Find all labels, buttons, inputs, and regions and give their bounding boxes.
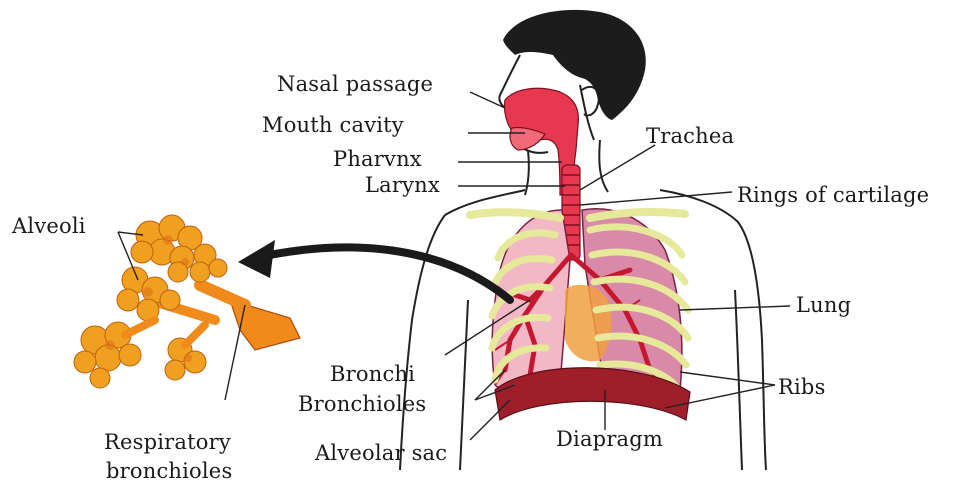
label-respiratory-bronchioles-line1: Respiratory xyxy=(104,430,231,454)
label-lung: Lung xyxy=(796,293,851,317)
label-mouth-cavity: Mouth cavity xyxy=(262,113,404,137)
label-rings-of-cartilage: Rings of cartilage xyxy=(737,183,929,207)
alveoli-cluster xyxy=(74,215,300,388)
label-trachea: Trachea xyxy=(646,124,734,148)
label-diaphragm: Diapragm xyxy=(556,427,663,451)
label-alveolar-sac: Alveolar sac xyxy=(315,441,447,465)
magnify-arrow xyxy=(238,240,510,300)
label-alveoli: Alveoli xyxy=(12,214,86,238)
label-pharynx: Pharvnx xyxy=(333,147,422,171)
label-nasal-passage: Nasal passage xyxy=(277,72,433,96)
label-bronchioles: Bronchioles xyxy=(298,392,426,416)
label-respiratory-bronchioles-line2: bronchioles xyxy=(106,459,232,483)
label-bronchi: Bronchi xyxy=(330,362,415,386)
label-larynx: Larynx xyxy=(365,173,440,197)
label-ribs: Ribs xyxy=(778,375,826,399)
